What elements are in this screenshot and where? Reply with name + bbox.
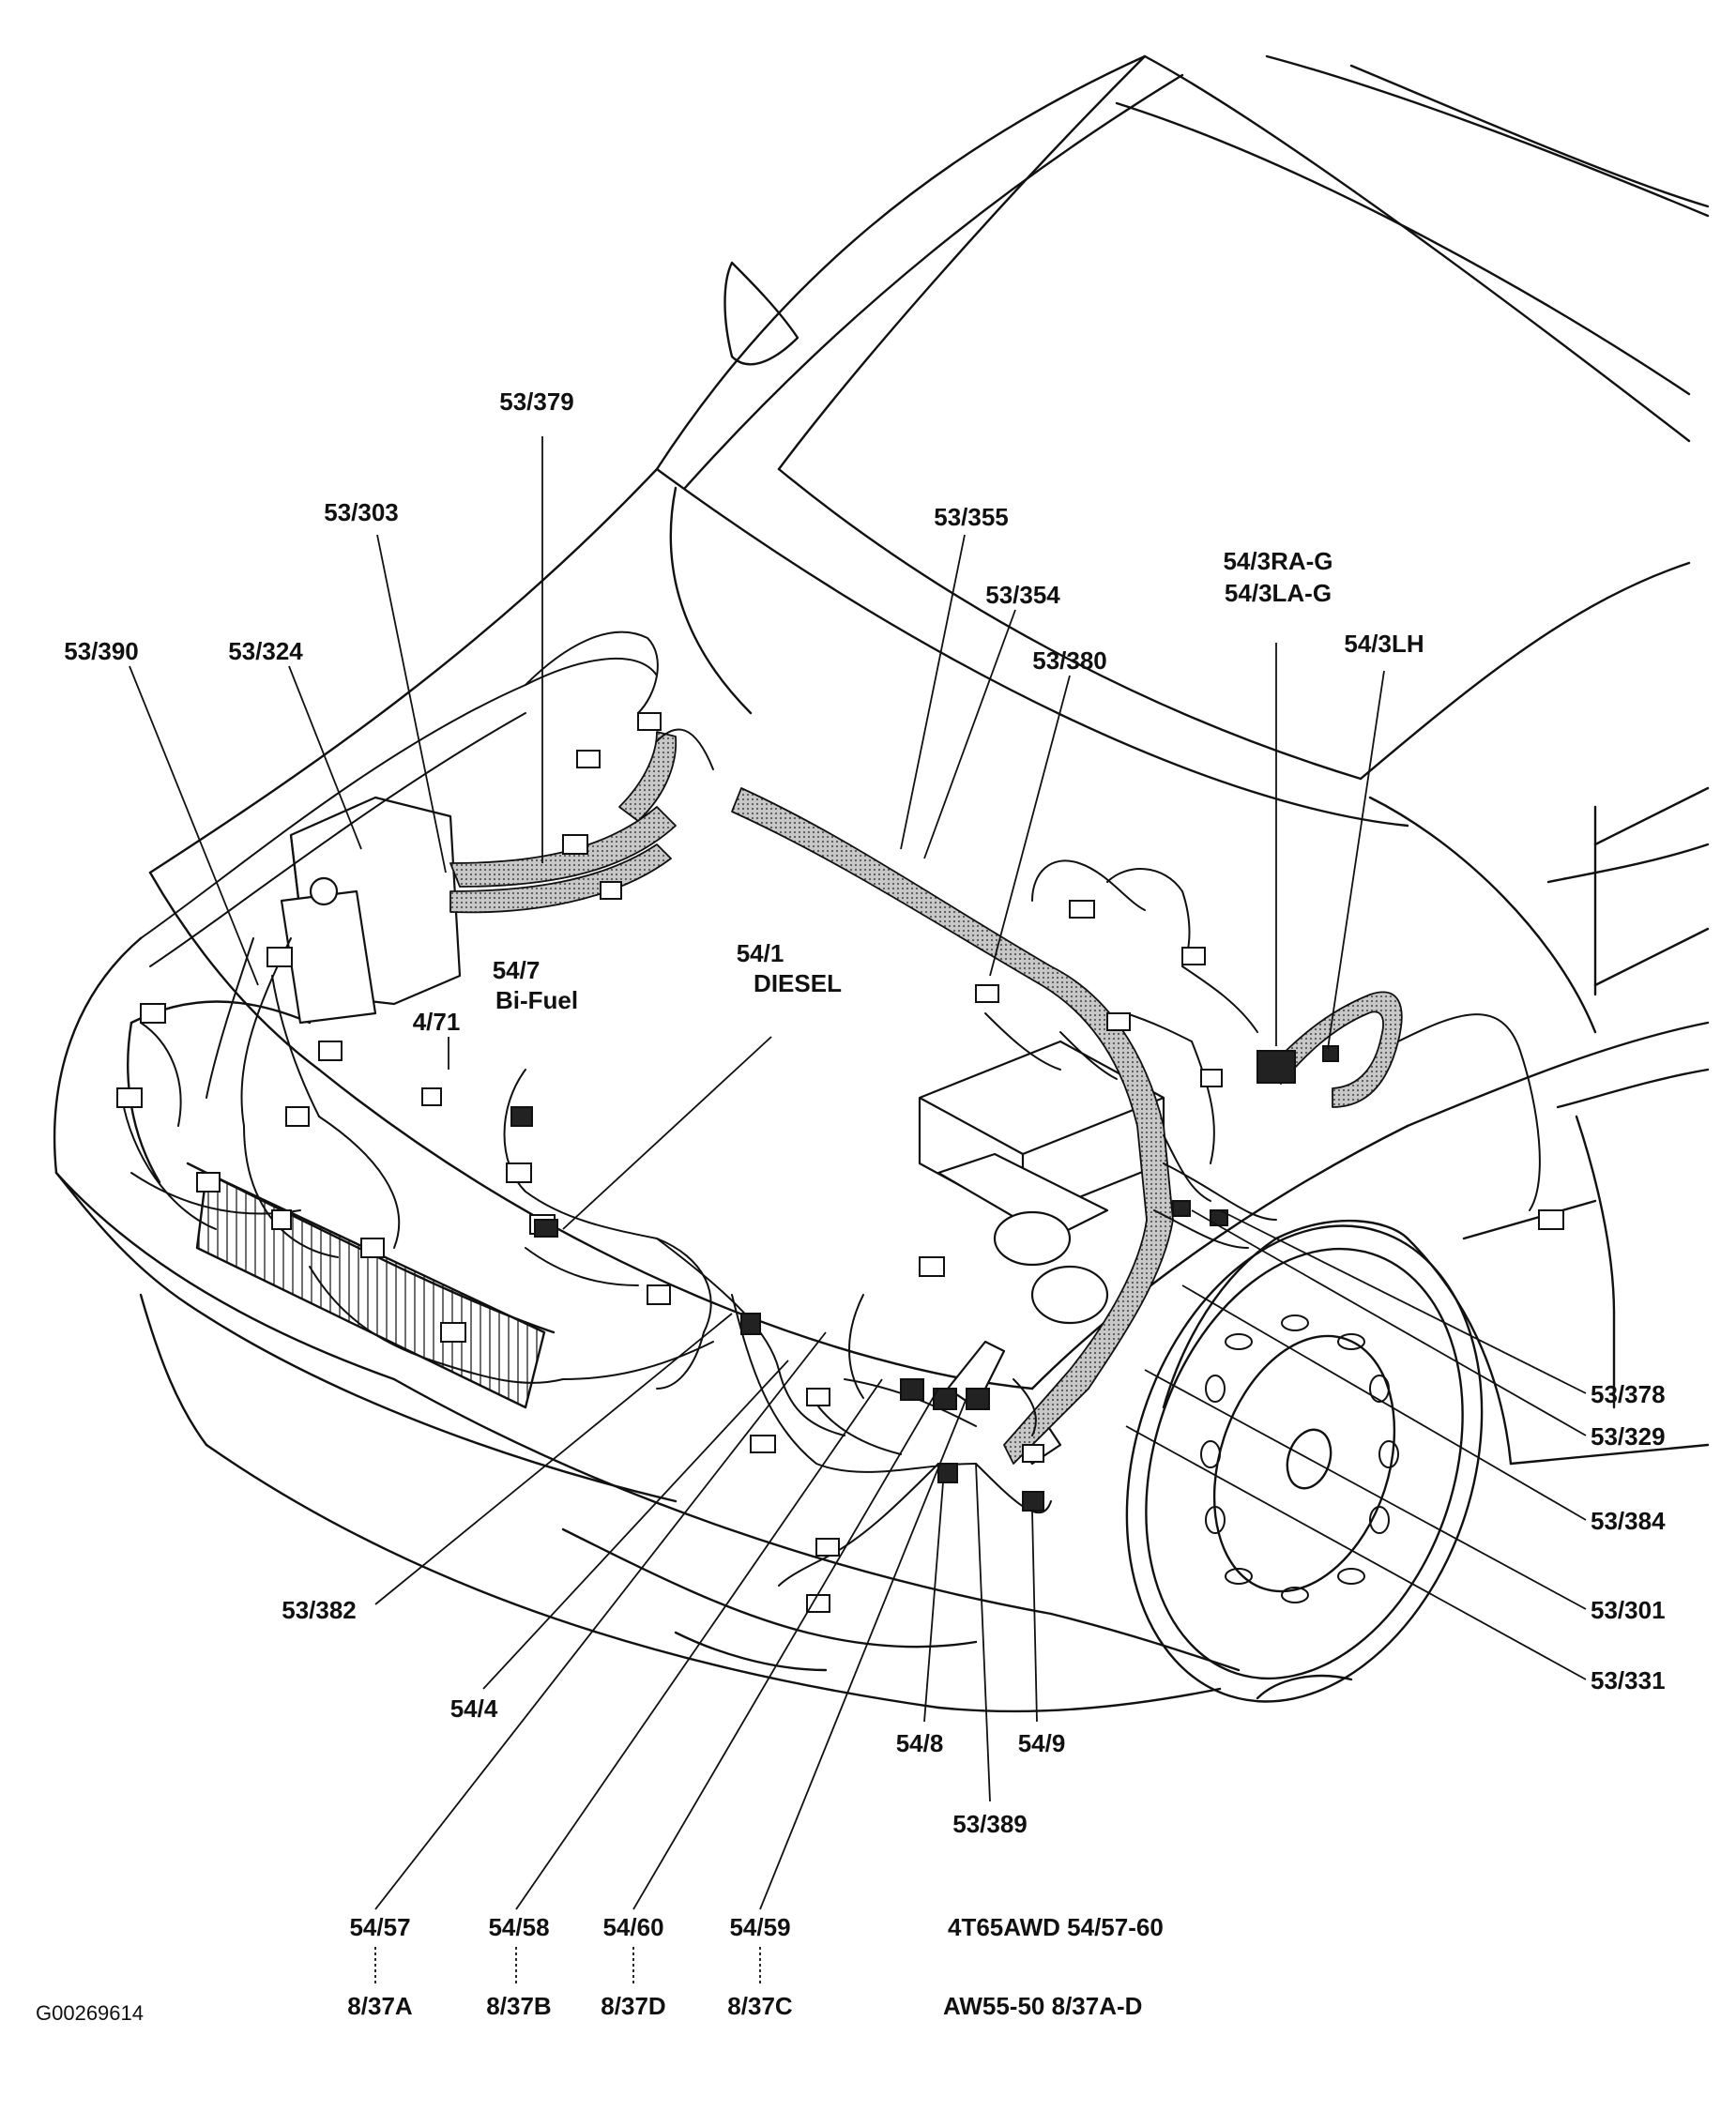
label-53-355: 53/355 xyxy=(934,503,1009,531)
label-54-9: 54/9 xyxy=(1017,1729,1066,1757)
label-bi-fuel: Bi-Fuel xyxy=(495,986,579,1014)
label-54-3ra-g: 54/3RA-G xyxy=(1223,547,1333,575)
label-8-37c: 8/37C xyxy=(727,1992,793,2020)
dark-connectors xyxy=(510,1045,1339,1512)
label-54-57: 54/57 xyxy=(349,1913,411,1941)
image-id: G00269614 xyxy=(36,2001,144,2025)
label-53-329: 53/329 xyxy=(1591,1422,1666,1451)
label-53-301: 53/301 xyxy=(1591,1596,1666,1624)
label-8-37d: 8/37D xyxy=(601,1992,666,2020)
label-54-1: 54/1 xyxy=(736,939,784,967)
label-53-378: 53/378 xyxy=(1591,1380,1666,1408)
label-54-58: 54/58 xyxy=(488,1913,550,1941)
label-53-389: 53/389 xyxy=(952,1810,1028,1838)
label-53-354: 53/354 xyxy=(985,581,1060,609)
label-53-380: 53/380 xyxy=(1032,646,1107,675)
label-53-390: 53/390 xyxy=(64,637,139,665)
label-53-324: 53/324 xyxy=(228,637,303,665)
connectors xyxy=(116,712,1564,1613)
label-54-3lh: 54/3LH xyxy=(1344,630,1424,658)
label-4-71: 4/71 xyxy=(412,1008,461,1036)
leader-lines xyxy=(129,436,1587,1984)
engine-components xyxy=(280,796,1165,1466)
label-54-59: 54/59 xyxy=(729,1913,791,1941)
label-53-303: 53/303 xyxy=(324,498,399,526)
note-aw55-50: AW55-50 8/37A-D xyxy=(943,1992,1143,2020)
label-8-37a: 8/37A xyxy=(347,1992,413,2020)
label-53-331: 53/331 xyxy=(1591,1666,1666,1694)
wiring-harness xyxy=(449,731,1403,1465)
label-53-379: 53/379 xyxy=(499,387,574,416)
label-diesel: DIESEL xyxy=(754,969,842,997)
label-54-60: 54/60 xyxy=(602,1913,664,1941)
label-54-7: 54/7 xyxy=(492,956,541,984)
note-4t65awd: 4T65AWD 54/57-60 xyxy=(948,1913,1164,1941)
label-54-8: 54/8 xyxy=(895,1729,944,1757)
label-53-384: 53/384 xyxy=(1591,1507,1666,1535)
label-53-382: 53/382 xyxy=(282,1596,357,1624)
label-8-37b: 8/37B xyxy=(486,1992,552,2020)
label-54-3la-g: 54/3LA-G xyxy=(1224,579,1332,607)
label-54-4: 54/4 xyxy=(449,1694,498,1723)
